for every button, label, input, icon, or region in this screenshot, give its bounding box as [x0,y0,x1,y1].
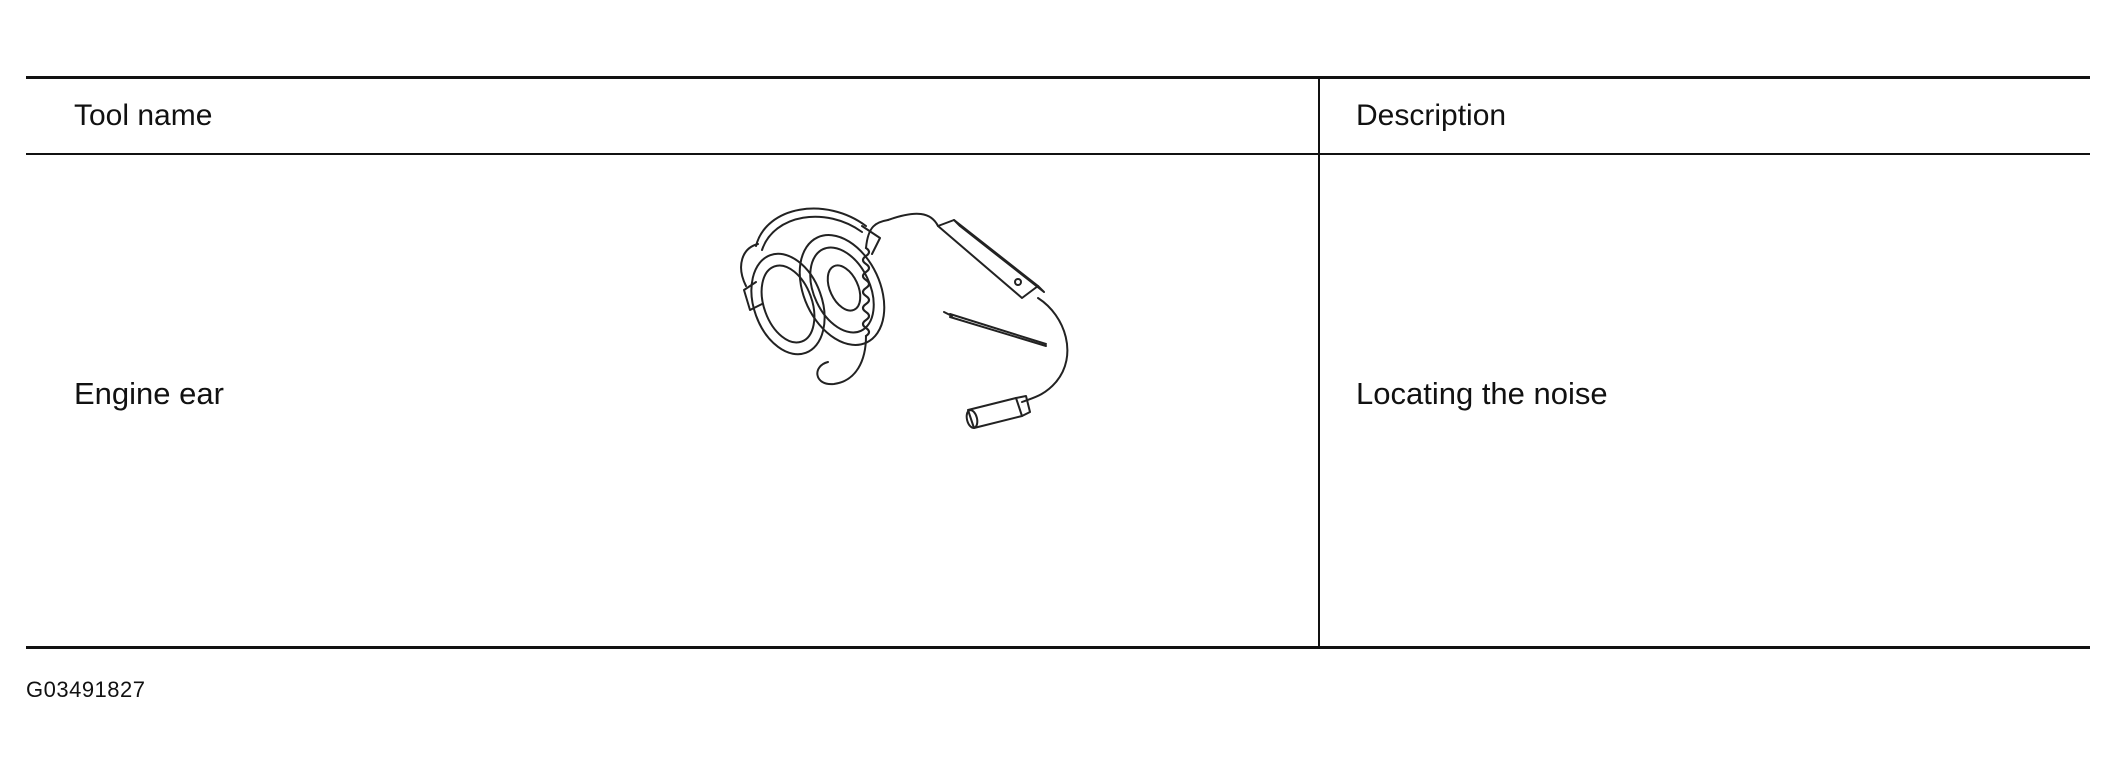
header-description: Description [1356,99,1507,132]
table-top-rule [26,76,2090,79]
tool-table: Tool name Description Engine ear Locatin… [26,76,2090,649]
row-description: Locating the noise [1356,376,1608,411]
figure-code: G03491827 [26,677,146,702]
row-tool-name: Engine ear [74,376,224,411]
column-divider [1318,78,1320,648]
table-header-rule [26,153,2090,155]
header-tool-name: Tool name [74,99,213,132]
engine-ear-headphones-icon [740,207,1069,429]
table-bottom-rule [26,646,2090,649]
